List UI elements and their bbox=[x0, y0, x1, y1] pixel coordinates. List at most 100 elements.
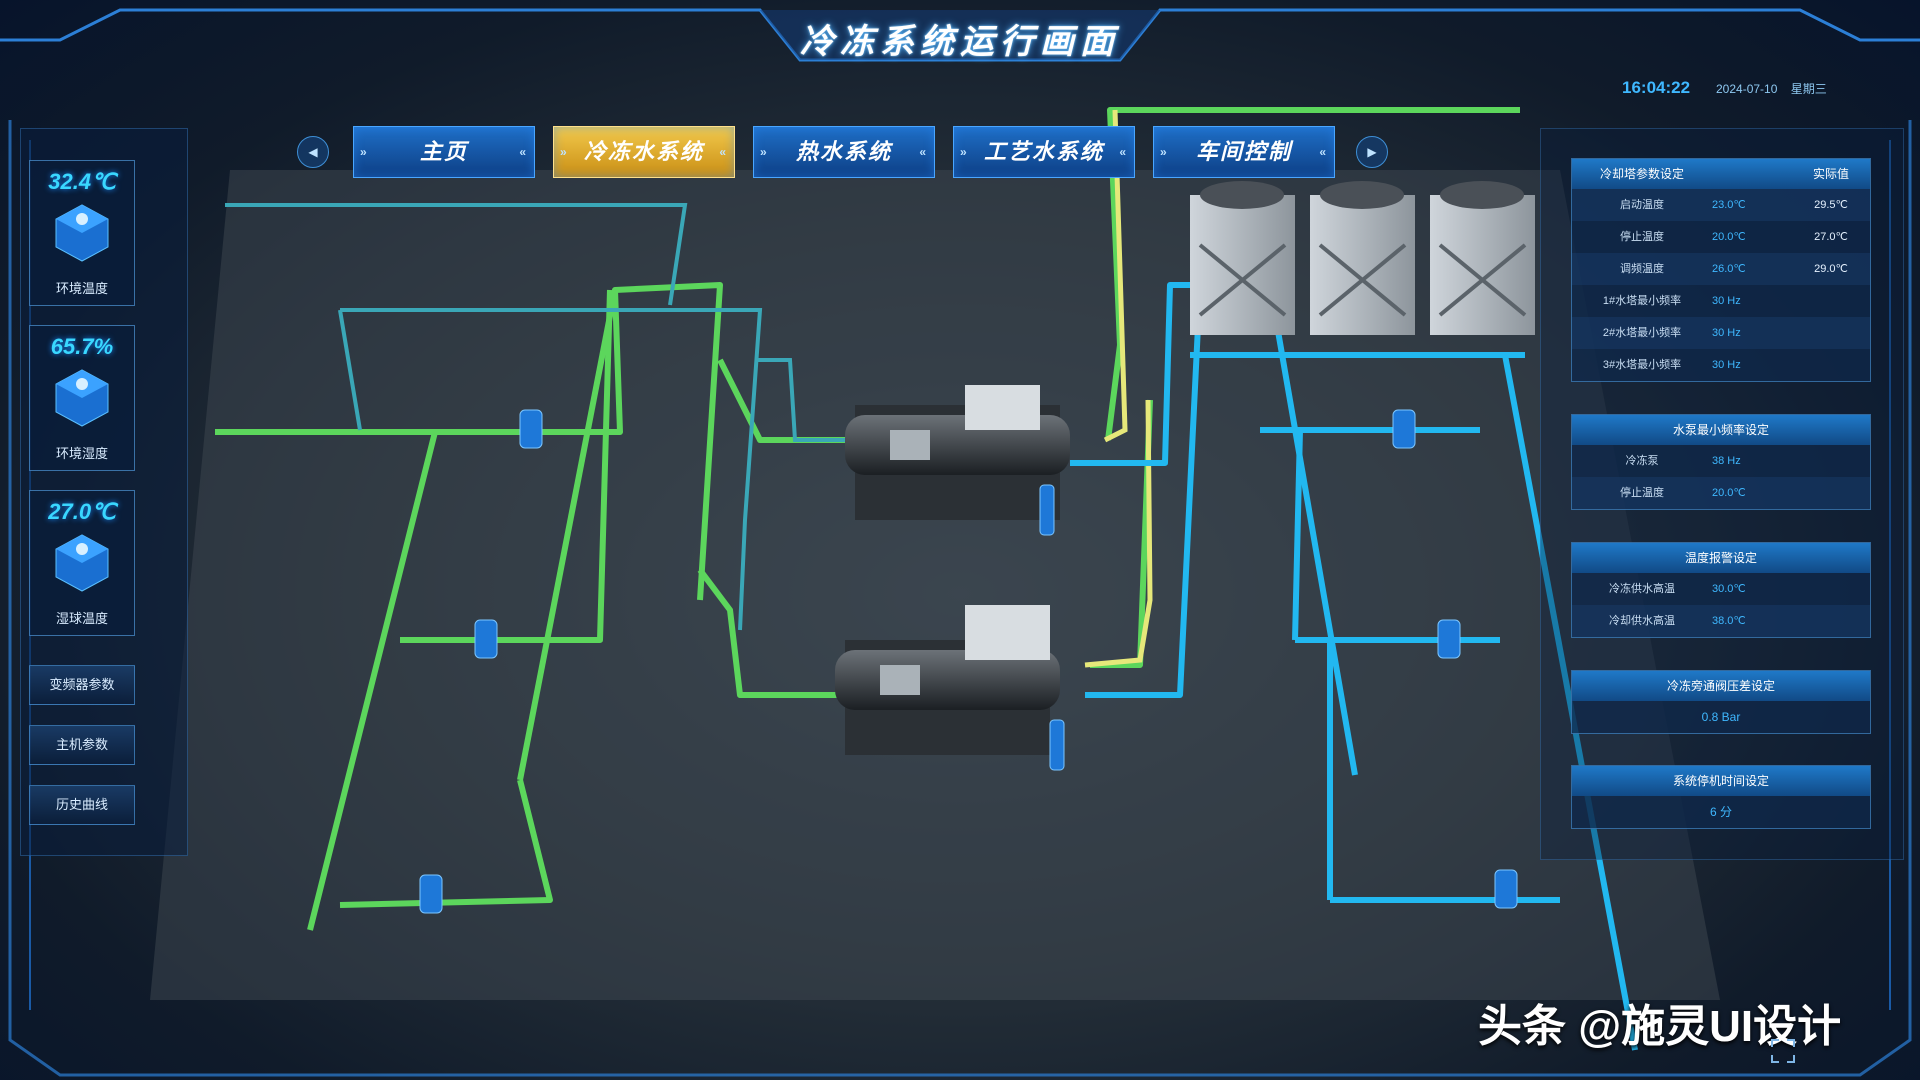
param-set-value[interactable]: 30.0℃ bbox=[1712, 583, 1746, 595]
tab-next-button[interactable]: ▶ bbox=[1356, 136, 1388, 168]
param-actual-value bbox=[1792, 317, 1870, 349]
table-row: 冷冻泵 38 Hz bbox=[1572, 445, 1870, 477]
chevron-left-icon: « bbox=[519, 145, 528, 159]
param-set-value[interactable]: 20.0℃ bbox=[1712, 487, 1746, 499]
thermometer-cube-icon bbox=[55, 204, 109, 262]
chevron-right-icon: » bbox=[560, 145, 569, 159]
sensor-ambient-temp: 32.4℃ 环境温度 bbox=[29, 160, 135, 306]
chevron-right-icon: » bbox=[1160, 145, 1169, 159]
chiller-1 bbox=[845, 385, 1070, 520]
table-row: 启动温度 23.0℃ 29.5℃ bbox=[1572, 189, 1870, 221]
param-set-value[interactable]: 23.0℃ bbox=[1712, 199, 1746, 211]
param-name: 冷冻泵 bbox=[1625, 455, 1659, 467]
tab-workshop-control-label: 车间控制 bbox=[1195, 139, 1292, 164]
hot-gas-pipe bbox=[1084, 109, 1153, 668]
chevron-right-icon: » bbox=[960, 145, 969, 159]
temp-alarm-title: 温度报警设定 bbox=[1572, 543, 1870, 573]
cooling-tower-rows: 启动温度 23.0℃ 29.5℃ 停止温度 20.0℃ 27.0℃ 调频温度 2… bbox=[1572, 189, 1870, 381]
ambient-humidity-value: 65.7% bbox=[50, 334, 114, 359]
cooling-tower-card-title: 冷却塔参数设定 bbox=[1599, 167, 1684, 181]
chevron-left-icon: « bbox=[1119, 145, 1128, 159]
chevron-right-icon: » bbox=[760, 145, 769, 159]
droplet-cube-icon bbox=[55, 369, 109, 427]
chiller-params-button[interactable]: 主机参数 bbox=[29, 725, 135, 765]
bypass-valve-title: 冷冻旁通阀压差设定 bbox=[1572, 671, 1870, 701]
tab-chilled-water-label: 冷冻水系统 bbox=[583, 139, 704, 164]
param-actual-value: 29.0℃ bbox=[1814, 263, 1848, 275]
cooling-tower-card-header: 冷却塔参数设定 实际值 bbox=[1572, 159, 1870, 189]
table-row: 2#水塔最小频率 30 Hz bbox=[1572, 317, 1870, 349]
param-actual-value: 27.0℃ bbox=[1814, 231, 1848, 243]
history-curve-button[interactable]: 历史曲线 bbox=[29, 785, 135, 825]
param-set-value[interactable]: 30 Hz bbox=[1712, 295, 1741, 307]
param-name: 2#水塔最小频率 bbox=[1602, 327, 1682, 339]
tab-workshop-control[interactable]: » 车间控制 « bbox=[1153, 126, 1335, 178]
page-title: 冷冻系统运行画面 bbox=[800, 23, 1120, 61]
param-set-value[interactable]: 30 Hz bbox=[1712, 327, 1741, 339]
bypass-valve-card: 冷冻旁通阀压差设定 0.8 Bar bbox=[1571, 670, 1871, 734]
weekday-text: 星期三 bbox=[1790, 82, 1827, 96]
bypass-valve-value[interactable]: 0.8 Bar bbox=[1701, 710, 1741, 724]
tab-hot-water-label: 热水系统 bbox=[795, 139, 892, 164]
pump-min-freq-title: 水泵最小频率设定 bbox=[1572, 415, 1870, 445]
temp-alarm-card: 温度报警设定 冷冻供水高温 30.0℃ 冷却供水高温 38.0℃ bbox=[1571, 542, 1871, 638]
shutdown-time-card: 系统停机时间设定 6 分 bbox=[1571, 765, 1871, 829]
table-row: 调频温度 26.0℃ 29.0℃ bbox=[1572, 253, 1870, 285]
tab-hot-water-system[interactable]: » 热水系统 « bbox=[753, 126, 935, 178]
cooling-towers bbox=[1190, 181, 1535, 335]
param-name: 调频温度 bbox=[1620, 263, 1664, 275]
tab-process-water-system[interactable]: » 工艺水系统 « bbox=[953, 126, 1135, 178]
param-set-value[interactable]: 38.0℃ bbox=[1712, 615, 1746, 627]
shutdown-time-value[interactable]: 6 分 bbox=[1709, 805, 1732, 819]
chiller-2 bbox=[835, 605, 1060, 755]
ambient-temp-value: 32.4℃ bbox=[48, 169, 116, 194]
param-name: 启动温度 bbox=[1620, 199, 1664, 211]
condenser-return-pipes bbox=[225, 203, 850, 631]
chevron-left-icon: « bbox=[1319, 145, 1328, 159]
table-row: 停止温度 20.0℃ 27.0℃ bbox=[1572, 221, 1870, 253]
wet-bulb-cube-icon bbox=[55, 534, 109, 592]
cooling-water-pipes bbox=[1070, 282, 1638, 1051]
wet-bulb-temp-label: 湿球温度 bbox=[55, 611, 108, 626]
inverter-params-button[interactable]: 变频器参数 bbox=[29, 665, 135, 705]
sensor-wet-bulb-temp: 27.0℃ 湿球温度 bbox=[29, 490, 135, 636]
param-name: 冷却供水高温 bbox=[1609, 615, 1675, 627]
param-name: 停止温度 bbox=[1620, 487, 1664, 499]
param-actual-value bbox=[1792, 349, 1870, 381]
param-set-value[interactable]: 30 Hz bbox=[1712, 359, 1741, 371]
param-set-value[interactable]: 20.0℃ bbox=[1712, 231, 1746, 243]
param-name: 1#水塔最小频率 bbox=[1602, 295, 1682, 307]
param-actual-value bbox=[1792, 285, 1870, 317]
tab-chilled-water-system[interactable]: » 冷冻水系统 « bbox=[553, 126, 735, 178]
tab-home-label: 主页 bbox=[419, 139, 468, 164]
table-row: 冷却供水高温 38.0℃ bbox=[1572, 605, 1870, 637]
watermark: 头条 @施灵UI设计 bbox=[1478, 1002, 1842, 1051]
fullscreen-icon[interactable] bbox=[1770, 1038, 1796, 1064]
pumps bbox=[419, 409, 1518, 914]
param-name: 3#水塔最小频率 bbox=[1602, 359, 1682, 371]
wet-bulb-temp-value: 27.0℃ bbox=[48, 499, 116, 524]
tab-process-water-label: 工艺水系统 bbox=[983, 139, 1104, 164]
ambient-temp-label: 环境温度 bbox=[55, 281, 108, 296]
title-bar: 冷冻系统运行画面 bbox=[640, 0, 1280, 78]
param-set-value[interactable]: 26.0℃ bbox=[1712, 263, 1746, 275]
header-spacer bbox=[1712, 159, 1792, 189]
ambient-humidity-label: 环境湿度 bbox=[55, 446, 108, 461]
pump-min-freq-card: 水泵最小频率设定 冷冻泵 38 Hz 停止温度 20.0℃ bbox=[1571, 414, 1871, 510]
table-row: 3#水塔最小频率 30 Hz bbox=[1572, 349, 1870, 381]
table-row: 冷冻供水高温 30.0℃ bbox=[1572, 573, 1870, 605]
cooling-tower-params-card: 冷却塔参数设定 实际值 启动温度 23.0℃ 29.5℃ 停止温度 20.0℃ … bbox=[1571, 158, 1871, 382]
tab-home[interactable]: » 主页 « bbox=[353, 126, 535, 178]
param-name: 停止温度 bbox=[1620, 231, 1664, 243]
chevron-left-icon: « bbox=[719, 145, 728, 159]
chevron-left-icon: « bbox=[919, 145, 928, 159]
actual-value-header: 实际值 bbox=[1812, 167, 1849, 181]
sensor-ambient-humidity: 65.7% 环境湿度 bbox=[29, 325, 135, 471]
param-actual-value: 29.5℃ bbox=[1814, 199, 1848, 211]
table-row: 1#水塔最小频率 30 Hz bbox=[1572, 285, 1870, 317]
date-text: 2024-07-10 bbox=[1716, 82, 1778, 96]
param-set-value[interactable]: 38 Hz bbox=[1712, 455, 1741, 467]
date-display: 2024-07-10 星期三 bbox=[1716, 80, 1837, 97]
tab-prev-button[interactable]: ◀ bbox=[297, 136, 329, 168]
